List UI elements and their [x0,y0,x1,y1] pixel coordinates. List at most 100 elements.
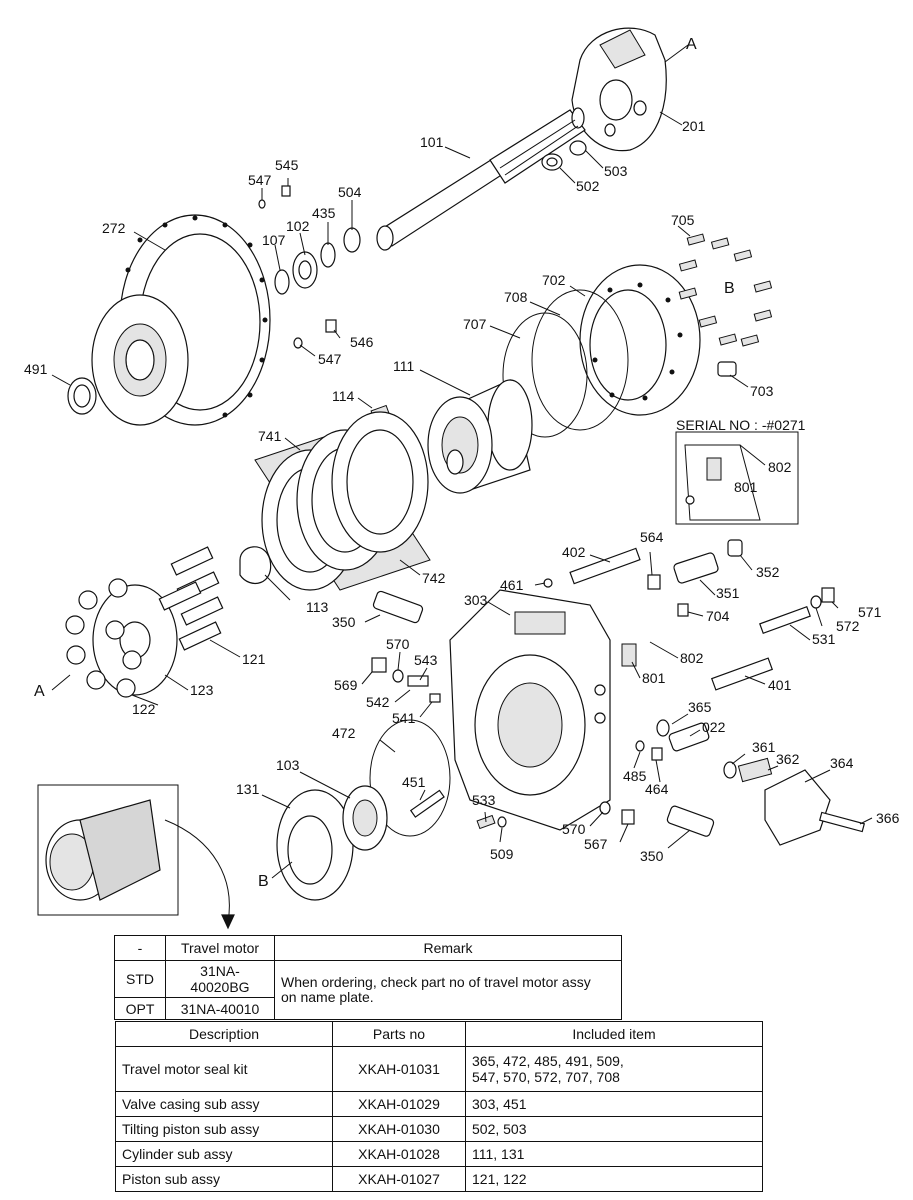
callout-569: 569 [334,677,358,693]
column-header: - [114,935,166,961]
callout-101: 101 [420,134,444,150]
column-header: Remark [274,935,622,961]
table-row: Tilting piston sub assy XKAH-01030 502, … [115,1116,763,1142]
callout-742: 742 [422,570,446,586]
rear-flange-702 [579,264,701,416]
o-ring-570a [392,669,404,683]
tilting-piston-502 [541,153,563,171]
spool-350b [666,805,715,837]
table-row: Valve casing sub assy XKAH-01029 303, 45… [115,1091,763,1117]
callout-531: 531 [812,631,836,647]
valve-351 [673,552,719,584]
tilting-piston-503 [569,140,587,156]
callout-111: 111 [393,358,414,374]
parts-no-cell: XKAH-01030 [332,1116,466,1142]
callout-547b: 547 [318,351,342,367]
piston-542 [407,675,429,687]
callout-131: 131 [236,781,260,797]
travel-motor-table: - Travel motor Remark STD 31NA-40020BG W… [114,935,622,1020]
snap-ring-435 [320,242,336,268]
callout-350a: 350 [332,614,356,630]
callout-114: 114 [332,388,355,404]
callout-351: 351 [716,585,740,601]
o-ring-509 [497,816,507,828]
column-header: Parts no [332,1021,466,1047]
orifice-704 [677,603,689,617]
callout-123: 123 [190,682,214,698]
callout-572: 572 [836,618,860,634]
spacer-504 [343,227,361,253]
description-cell: Travel motor seal kit [115,1046,333,1092]
table-row: Piston sub assy XKAH-01027 121, 122 [115,1166,763,1192]
callout-533: 533 [472,792,496,808]
spool-350a [372,590,424,624]
description-cell: Tilting piston sub assy [115,1116,333,1142]
snap-ring-107 [274,269,290,295]
o-ring-707 [502,312,588,438]
o-ring-708 [531,289,629,431]
callout-570b: 570 [562,821,586,837]
callout-472: 472 [332,725,356,741]
callout-491: 491 [24,361,48,377]
assembled-motor-inset [37,784,235,930]
plug-571 [821,587,835,603]
plug-461 [543,578,553,588]
callout-113: 113 [306,599,329,615]
callout-364: 364 [830,755,854,771]
ring-361 [723,761,737,779]
included-item-cell: 303, 451 [465,1091,763,1117]
callout-801a: 801 [734,479,758,495]
description-cell: Piston sub assy [115,1166,333,1192]
callout-567: 567 [584,836,608,852]
callout-121: 121 [242,651,266,667]
callout-362: 362 [776,751,800,767]
plug-564 [647,574,661,590]
callout-402: 402 [562,544,586,560]
leader-lines [51,44,873,879]
pin-451 [409,789,445,818]
o-ring-547 [258,199,266,209]
callout-361: 361 [752,739,776,755]
plug-546 [325,319,337,333]
included-item-cell: 365, 472, 485, 491, 509, 547, 570, 572, … [465,1046,763,1092]
column-header: Travel motor [165,935,275,961]
callout-201: 201 [682,118,706,134]
callout-509: 509 [490,846,514,862]
callout-350b: 350 [640,848,664,864]
included-item-cell: 121, 122 [465,1166,763,1192]
table-row: Cylinder sub assy XKAH-01028 111, 131 [115,1141,763,1167]
callout-542: 542 [366,694,390,710]
plug-567 [621,809,635,825]
table-row: Travel motor seal kit XKAH-01031 365, 47… [115,1046,763,1092]
callout-564: 564 [640,529,664,545]
callout-570a: 570 [386,636,410,652]
o-ring-572 [810,595,822,609]
o-ring-472 [369,719,451,837]
callout-708: 708 [504,289,528,305]
plug-569 [371,657,387,673]
sub-assy-table: Description Parts no Included item Trave… [115,1021,763,1192]
callout-547a: 547 [248,172,272,188]
o-ring-485 [635,740,645,752]
remark-line: When ordering, check part no of travel m… [281,974,591,990]
callout-352: 352 [756,564,780,580]
drive-shaft-101 [376,107,586,251]
o-ring-547b [293,337,303,349]
spring-362 [737,757,773,783]
callout-303: 303 [464,592,488,608]
callout-103: 103 [276,757,300,773]
callout-451: 451 [402,774,426,790]
callout-545: 545 [275,157,299,173]
callout-802b: 802 [680,650,704,666]
cover-364 [764,769,831,846]
callout-705: 705 [671,212,695,228]
pin-703 [717,361,737,377]
callout-365: 365 [688,699,712,715]
bolt-401 [710,657,774,691]
friction-plates-741-742 [254,411,431,591]
callout-704: 704 [706,608,730,624]
parts-no-cell: XKAH-01029 [332,1091,466,1117]
piston-assy-121-122 [65,546,224,698]
description-cell: Valve casing sub assy [115,1091,333,1117]
